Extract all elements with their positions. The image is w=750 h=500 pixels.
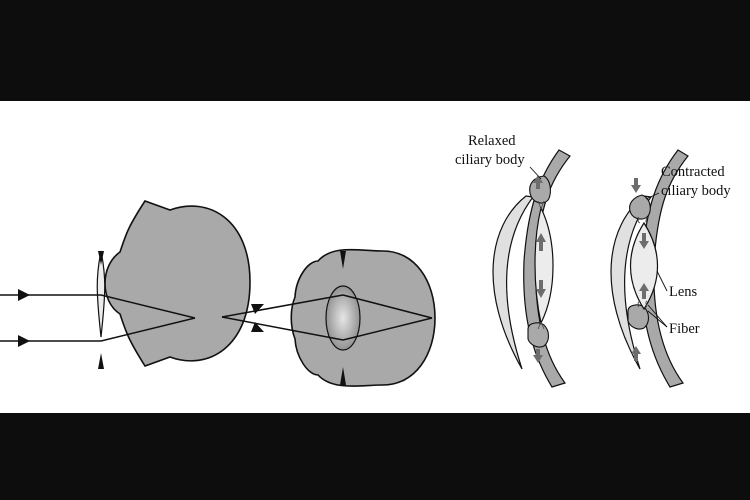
leader-lens (656, 270, 668, 292)
contracted-ciliary-top (629, 194, 651, 220)
label-contracted-line1: Contracted (661, 164, 725, 180)
letterbox-bottom (0, 413, 750, 500)
eye1-globe (104, 200, 251, 367)
label-fiber: Fiber (669, 321, 700, 337)
contracted-fiber (637, 300, 648, 308)
accommodation-diagram: Relaxed ciliary body Contracted ciliary … (0, 133, 731, 388)
leader-relaxed (529, 166, 542, 180)
eye1-iris-bottom (98, 353, 104, 369)
leader-contracted (645, 192, 660, 200)
relaxed-lens-down-arrow-icon (536, 280, 546, 298)
contracted-ciliary-bottom (627, 304, 650, 330)
label-relaxed-line2: ciliary body (455, 152, 525, 168)
contracted-wall-strip (641, 149, 689, 388)
detail-contracted (610, 149, 689, 388)
eye2-iris-top (340, 251, 346, 269)
relaxed-fiber (540, 200, 545, 210)
ray-1-refracted (100, 294, 196, 319)
relaxed-lens (534, 206, 554, 325)
diagram-panel: Relaxed ciliary body Contracted ciliary … (0, 101, 750, 413)
label-relaxed-line1: Relaxed (468, 133, 516, 149)
eye-near-vision (221, 248, 436, 387)
contracted-ciliary-down-arrow-icon (631, 178, 641, 193)
label-contracted-line2: ciliary body (661, 183, 731, 199)
ray-4 (221, 316, 344, 341)
ray-3-arrow-icon (251, 304, 264, 314)
ray-4-arrow-icon (251, 322, 264, 332)
detail-relaxed (492, 149, 571, 388)
leader-fiber-2 (647, 310, 668, 328)
eye1-iris-top (98, 251, 104, 265)
contracted-lens (629, 221, 659, 311)
relaxed-fiber (537, 200, 542, 210)
ray-2-arrow-icon (18, 335, 30, 347)
ray-3-refracted (342, 294, 433, 319)
relaxed-cornea (492, 195, 535, 370)
relaxed-fiber (540, 321, 545, 330)
relaxed-ciliary-up-arrow-icon (533, 175, 543, 189)
letterbox-top (0, 0, 750, 101)
ray-3 (221, 294, 344, 318)
eye2-iris-bottom (340, 367, 346, 385)
relaxed-ciliary-down-arrow-icon (533, 349, 543, 363)
label-lens: Lens (669, 284, 698, 300)
ray-1-arrow-icon (18, 289, 30, 301)
contracted-fiber (637, 216, 648, 224)
relaxed-lens-up-arrow-icon (536, 233, 546, 251)
eye-distant-vision (0, 200, 251, 369)
contracted-lens-down-arrow-icon (639, 233, 649, 249)
relaxed-ciliary-bottom (527, 322, 550, 348)
contracted-lens-up-arrow-icon (639, 283, 649, 299)
contracted-cornea (610, 195, 653, 370)
contracted-ciliary-up-arrow-icon (631, 346, 641, 361)
eye1-lens-thin (96, 250, 106, 338)
eye2-lens-thick (325, 285, 361, 351)
eye2-globe (290, 248, 436, 387)
ray-2-refracted (100, 317, 196, 342)
relaxed-fiber (537, 321, 542, 330)
leader-fiber (647, 304, 668, 328)
ray-4-refracted (342, 317, 433, 341)
